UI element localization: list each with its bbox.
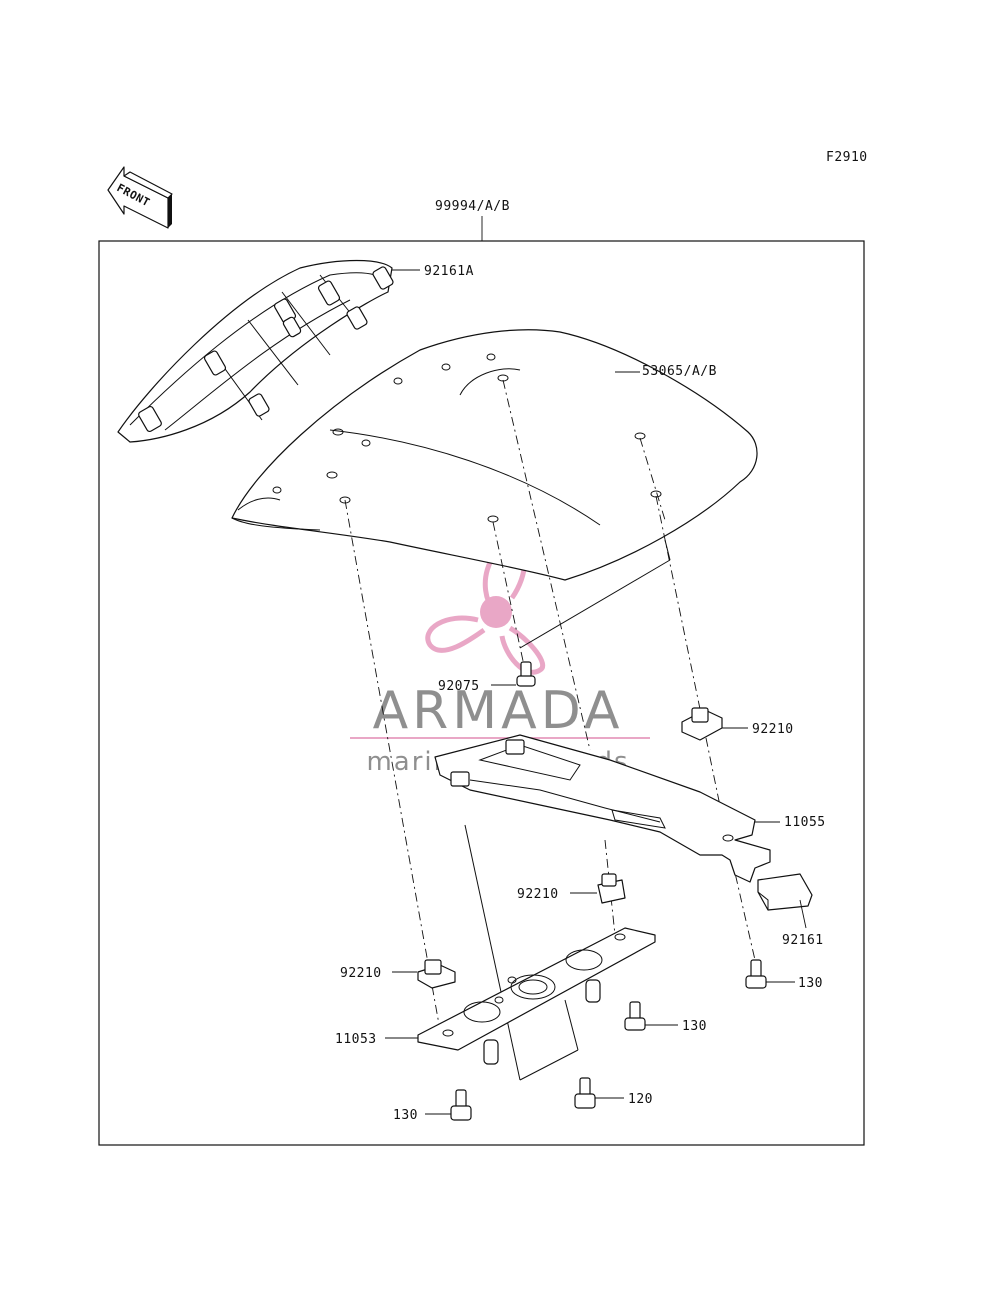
part-130-bolt-left xyxy=(450,1089,472,1121)
part-label-11055: 11055 xyxy=(784,815,826,830)
part-92075-pin xyxy=(516,661,536,687)
watermark: ARMADA marine outboards xyxy=(350,542,650,777)
part-label-92210-left: 92210 xyxy=(340,966,382,981)
front-arrow-icon: FRONT xyxy=(107,166,173,229)
part-label-92161A: 92161A xyxy=(424,264,474,279)
part-92210-clip-mid xyxy=(597,873,626,904)
watermark-brand: ARMADA xyxy=(373,681,624,741)
part-53065-seat-cover xyxy=(231,329,758,581)
part-label-92210-right: 92210 xyxy=(752,722,794,737)
part-label-130-mid: 130 xyxy=(682,1019,707,1034)
assembly-number-label: 99994/A/B xyxy=(435,199,510,214)
part-92161A-seat-frame xyxy=(117,259,394,443)
part-label-11053: 11053 xyxy=(335,1032,377,1047)
alignment-lines xyxy=(344,379,756,1081)
part-92161-damper xyxy=(757,873,813,911)
assembly-frame xyxy=(98,240,865,1146)
part-label-92161: 92161 xyxy=(782,933,824,948)
part-11053-bracket xyxy=(417,927,656,1065)
part-120-bolt xyxy=(574,1077,596,1109)
part-92210-clip-right xyxy=(681,707,723,741)
part-130-bolt-right xyxy=(745,959,767,989)
part-label-130-left: 130 xyxy=(393,1108,418,1123)
part-label-92210-mid: 92210 xyxy=(517,887,559,902)
part-label-53065: 53065/A/B xyxy=(642,364,717,379)
part-label-92075: 92075 xyxy=(438,679,480,694)
part-92210-clip-left xyxy=(417,959,456,989)
part-130-bolt-mid xyxy=(624,1001,646,1031)
part-label-120: 120 xyxy=(628,1092,653,1107)
part-label-130-right: 130 xyxy=(798,976,823,991)
figure-code: F2910 xyxy=(826,150,868,165)
part-11055-bracket xyxy=(434,734,771,883)
